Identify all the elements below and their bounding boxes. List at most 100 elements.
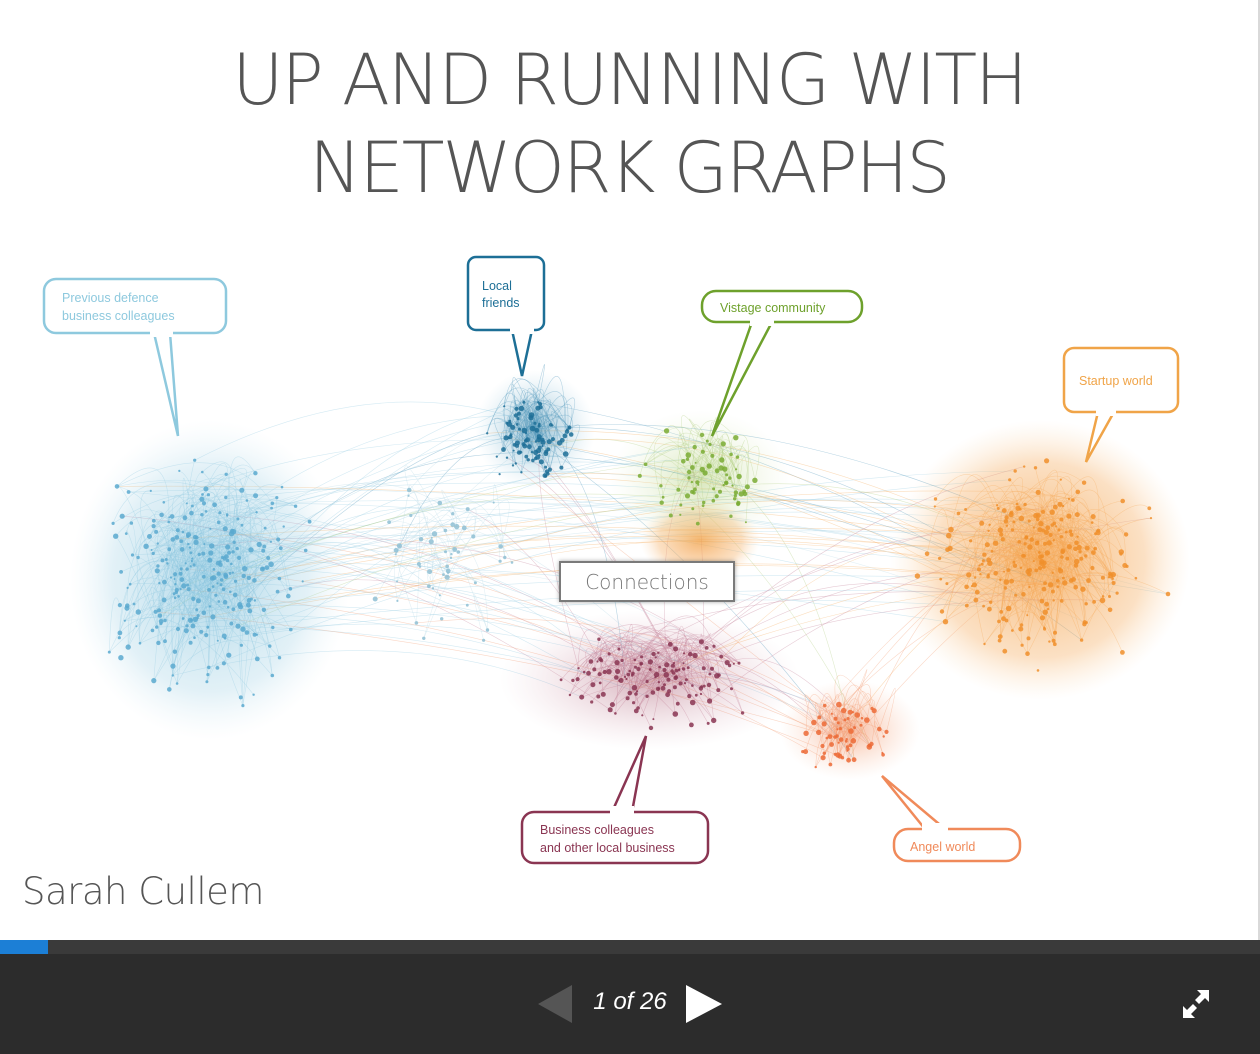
graph-node bbox=[158, 619, 164, 624]
graph-node bbox=[822, 751, 826, 755]
graph-node bbox=[641, 714, 644, 717]
graph-node bbox=[1042, 609, 1048, 615]
graph-node bbox=[592, 667, 597, 672]
graph-node bbox=[708, 672, 712, 676]
graph-node bbox=[247, 608, 253, 614]
graph-node bbox=[733, 490, 739, 495]
graph-node bbox=[147, 534, 152, 539]
graph-node bbox=[1060, 549, 1065, 555]
graph-node bbox=[663, 672, 669, 678]
graph-node bbox=[840, 707, 847, 714]
graph-node bbox=[717, 673, 721, 677]
graph-node bbox=[859, 723, 863, 727]
graph-node bbox=[282, 525, 285, 528]
graph-node bbox=[575, 677, 580, 682]
graph-node bbox=[562, 433, 568, 439]
graph-node bbox=[596, 694, 601, 699]
graph-node bbox=[1134, 576, 1138, 580]
graph-node bbox=[999, 532, 1004, 537]
graph-node bbox=[1055, 525, 1058, 528]
graph-node bbox=[286, 593, 291, 599]
graph-node bbox=[1008, 512, 1014, 518]
graph-node bbox=[228, 571, 232, 575]
graph-node bbox=[208, 605, 212, 608]
graph-node bbox=[1081, 480, 1087, 485]
graph-node bbox=[255, 633, 258, 636]
graph-node bbox=[138, 641, 142, 645]
graph-node bbox=[187, 542, 190, 546]
graph-node bbox=[969, 539, 973, 543]
graph-node bbox=[542, 473, 548, 478]
graph-node bbox=[164, 558, 168, 561]
graph-node bbox=[614, 675, 619, 680]
graph-node bbox=[307, 519, 312, 524]
callout-previous-defence: Previous defence business colleagues bbox=[42, 277, 228, 437]
graph-node bbox=[634, 692, 638, 696]
graph-node bbox=[221, 661, 226, 666]
graph-node bbox=[1017, 540, 1021, 544]
graph-node bbox=[461, 525, 467, 531]
graph-node bbox=[840, 756, 845, 760]
graph-node bbox=[686, 666, 690, 670]
graph-node bbox=[620, 658, 624, 663]
previous-slide-button[interactable] bbox=[536, 983, 574, 1025]
graph-node bbox=[254, 656, 260, 662]
graph-node bbox=[636, 690, 639, 693]
graph-node bbox=[843, 718, 847, 722]
graph-node bbox=[942, 619, 949, 625]
graph-node bbox=[171, 674, 174, 677]
graph-node bbox=[445, 564, 450, 569]
graph-node bbox=[1059, 478, 1062, 481]
graph-node bbox=[1038, 521, 1044, 527]
next-slide-button[interactable] bbox=[684, 983, 724, 1025]
graph-node bbox=[209, 576, 215, 581]
graph-node bbox=[189, 565, 192, 568]
graph-node bbox=[232, 540, 236, 544]
graph-node bbox=[225, 544, 231, 550]
graph-node bbox=[227, 550, 232, 555]
graph-node bbox=[1003, 586, 1007, 590]
graph-clusters bbox=[70, 370, 1190, 780]
graph-node bbox=[394, 553, 397, 556]
graph-node bbox=[179, 547, 185, 552]
graph-node bbox=[884, 729, 889, 735]
graph-node bbox=[202, 574, 206, 579]
graph-node bbox=[996, 504, 999, 507]
graph-node bbox=[579, 694, 585, 700]
graph-node bbox=[253, 493, 259, 499]
graph-node bbox=[1000, 537, 1005, 542]
graph-node bbox=[111, 521, 115, 526]
graph-node bbox=[537, 424, 541, 428]
graph-node bbox=[207, 557, 213, 563]
graph-node bbox=[242, 566, 248, 572]
graph-node bbox=[201, 470, 204, 474]
graph-node bbox=[683, 682, 687, 685]
graph-node bbox=[564, 429, 570, 434]
graph-node bbox=[396, 599, 399, 603]
graph-node bbox=[1147, 506, 1152, 511]
graph-node bbox=[997, 638, 1002, 643]
graph-node bbox=[663, 428, 670, 434]
graph-node bbox=[740, 711, 745, 715]
graph-node bbox=[672, 662, 676, 665]
graph-node bbox=[158, 581, 161, 585]
graph-node bbox=[974, 576, 977, 579]
graph-node bbox=[1056, 585, 1060, 589]
graph-node bbox=[1026, 614, 1029, 617]
graph-node bbox=[974, 589, 980, 595]
graph-node bbox=[1036, 540, 1040, 543]
graph-node bbox=[1065, 556, 1070, 561]
graph-node bbox=[492, 501, 495, 504]
graph-node bbox=[853, 726, 857, 730]
graph-node bbox=[216, 582, 219, 585]
fullscreen-button[interactable] bbox=[1180, 987, 1212, 1021]
graph-node bbox=[182, 515, 188, 521]
graph-node bbox=[450, 553, 453, 556]
graph-node bbox=[1074, 540, 1079, 546]
graph-node bbox=[704, 646, 709, 650]
graph-node bbox=[562, 451, 569, 457]
graph-node bbox=[1107, 607, 1113, 613]
progress-bar[interactable] bbox=[0, 940, 1260, 954]
graph-node bbox=[172, 592, 176, 596]
graph-node bbox=[208, 550, 214, 556]
